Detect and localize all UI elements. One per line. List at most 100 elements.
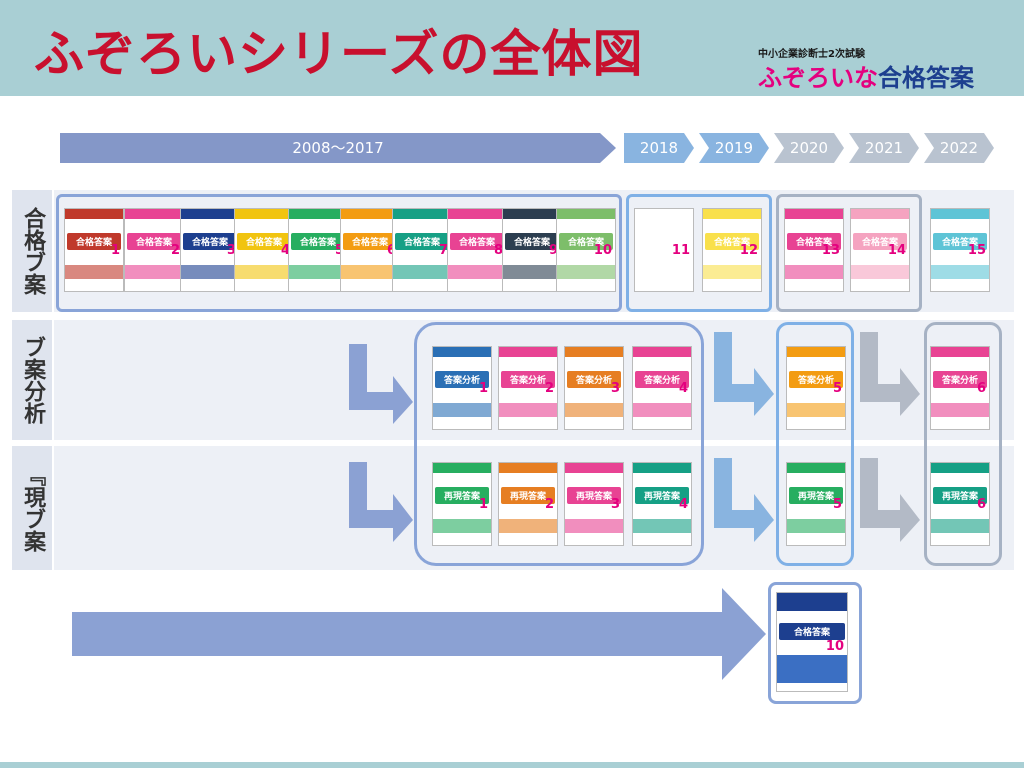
book-number: 2 bbox=[170, 243, 180, 258]
book-number: 4 bbox=[678, 381, 688, 396]
book-cover-top bbox=[65, 209, 123, 219]
book-title: 答案分析 bbox=[501, 371, 555, 388]
book-number: 6 bbox=[387, 243, 396, 258]
book-cover-top bbox=[448, 209, 506, 219]
book-cover-band bbox=[931, 265, 989, 279]
book-number: 13 bbox=[821, 243, 840, 258]
book-cover-band bbox=[557, 265, 615, 279]
book-title: 答案分析 bbox=[933, 371, 987, 388]
book-cover-band bbox=[703, 265, 761, 279]
book-cover-band bbox=[433, 519, 491, 533]
book-number: 10 bbox=[825, 639, 844, 654]
bend-arrow-saigen-1 bbox=[349, 462, 413, 542]
book-cover-top bbox=[503, 209, 561, 219]
book-title: 合格答案 bbox=[779, 623, 845, 640]
frame-bunseki-saigen-5 bbox=[776, 322, 854, 566]
book-cover-top bbox=[633, 347, 691, 357]
book-cover: 合格答案6 bbox=[340, 208, 400, 292]
frame-2008-2017 bbox=[56, 194, 622, 312]
book-number: 5 bbox=[335, 243, 344, 258]
timeline-2021: 2021 bbox=[849, 133, 919, 163]
book-number: 5 bbox=[832, 497, 842, 512]
book-cover-band bbox=[289, 265, 347, 279]
bend-arrow-bunseki-1 bbox=[349, 344, 413, 424]
book-title: 合格答案 bbox=[637, 233, 691, 250]
timeline-2022: 2022 bbox=[924, 133, 994, 163]
row-label-bunseki: ブ案分析 bbox=[12, 320, 52, 440]
book-cover-band bbox=[125, 265, 183, 279]
book-number: 7 bbox=[438, 243, 448, 258]
book-cover-band bbox=[503, 265, 561, 279]
book-cover-top bbox=[341, 209, 399, 219]
book-title: 合格答案 bbox=[705, 233, 759, 250]
book-title: 合格答案 bbox=[787, 233, 841, 250]
frame-2018-2019 bbox=[626, 194, 772, 312]
book-number: 3 bbox=[610, 381, 620, 396]
book-number: 5 bbox=[832, 381, 842, 396]
row-label-goukaku: 合格ブ案 bbox=[12, 190, 52, 312]
book-cover-band bbox=[499, 519, 557, 533]
book-number: 9 bbox=[548, 243, 558, 258]
bend-arrow-bunseki-2 bbox=[714, 332, 774, 416]
book-cover-top bbox=[703, 209, 761, 219]
book-number: 1 bbox=[478, 381, 488, 396]
book-cover-top bbox=[635, 209, 693, 219]
book-title: 合格答案 bbox=[291, 233, 345, 250]
book-number: 8 bbox=[493, 243, 503, 258]
book-cover-band bbox=[633, 403, 691, 417]
book-cover-top bbox=[931, 209, 989, 219]
book-cover-band bbox=[931, 403, 989, 417]
header-bar bbox=[0, 0, 1024, 96]
book-title: 合格答案 bbox=[933, 233, 987, 250]
book-cover-top bbox=[633, 463, 691, 473]
book-cover-band bbox=[931, 519, 989, 533]
frame-bunseki-saigen-1-4 bbox=[414, 322, 704, 566]
book-title: 合格答案 bbox=[853, 233, 907, 250]
book-number: 10 bbox=[593, 243, 612, 258]
book-number: 14 bbox=[887, 243, 906, 258]
logo-main-text: 合格答案 bbox=[878, 64, 974, 92]
book-cover-top bbox=[433, 347, 491, 357]
frame-2020-2021 bbox=[776, 194, 922, 312]
book-title: 合格答案 bbox=[237, 233, 291, 250]
book-number: 6 bbox=[976, 497, 986, 512]
book-cover-band bbox=[65, 265, 123, 279]
book-cover-band bbox=[393, 265, 451, 279]
book-cover-band bbox=[499, 403, 557, 417]
book-cover-top bbox=[125, 209, 183, 219]
row-label-saigen: 『現ブ案 bbox=[12, 446, 52, 570]
book-number: 4 bbox=[678, 497, 688, 512]
book-title: 答案分析 bbox=[789, 371, 843, 388]
book-number: 3 bbox=[226, 243, 236, 258]
book-title: 再現答案 bbox=[635, 487, 689, 504]
timeline-2020: 2020 bbox=[774, 133, 844, 163]
book-cover-band bbox=[181, 265, 239, 279]
logo-subtitle: 中小企業診断士2次試験 bbox=[758, 49, 865, 60]
book-title: 合格答案 bbox=[395, 233, 449, 250]
book-cover-band bbox=[851, 265, 909, 279]
book-number: 15 bbox=[967, 243, 986, 258]
book-title: 答案分析 bbox=[567, 371, 621, 388]
book-cover-top bbox=[851, 209, 909, 219]
book-title: 合格答案 bbox=[343, 233, 397, 250]
book-cover-band bbox=[787, 403, 845, 417]
logo: ふぞろいな合格答案 bbox=[758, 58, 974, 93]
book-cover-band bbox=[341, 265, 399, 279]
book-compilation: 合格答案 10 bbox=[776, 592, 848, 692]
book-title: 再現答案 bbox=[435, 487, 489, 504]
book-cover-top bbox=[787, 347, 845, 357]
